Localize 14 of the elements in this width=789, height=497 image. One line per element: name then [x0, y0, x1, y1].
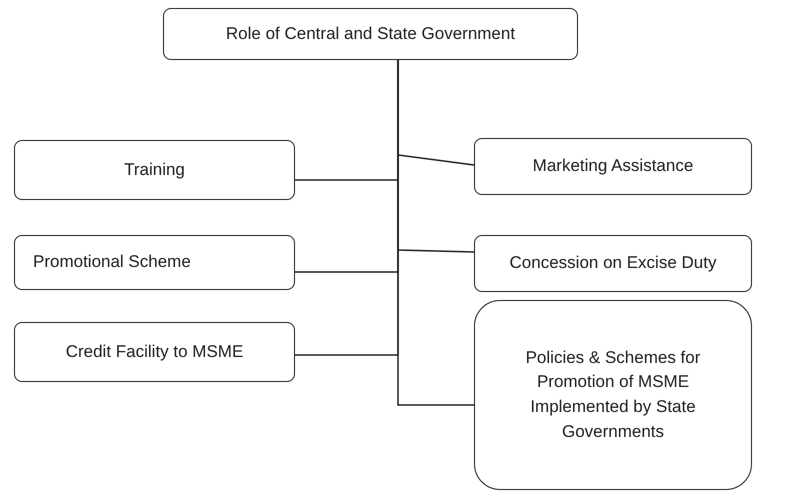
rounded-box	[163, 8, 578, 60]
rounded-box	[474, 138, 752, 195]
box-label: Credit Facility to MSME	[66, 340, 244, 363]
box-label: Role of Central and State Government	[226, 22, 516, 45]
rounded-box	[14, 322, 295, 382]
rounded-box	[14, 235, 295, 290]
box-label: Policies & Schemes for Promotion of MSME Implemented by State Governments	[524, 346, 702, 443]
box-label: Training	[124, 158, 185, 181]
rounded-box	[474, 300, 752, 490]
box-label: Marketing Assistance	[532, 155, 694, 178]
box-label: Promotional Scheme	[33, 251, 191, 274]
box-label: Concession on Excise Duty	[510, 252, 716, 274]
rounded-box	[14, 140, 295, 200]
rounded-box	[474, 235, 752, 292]
